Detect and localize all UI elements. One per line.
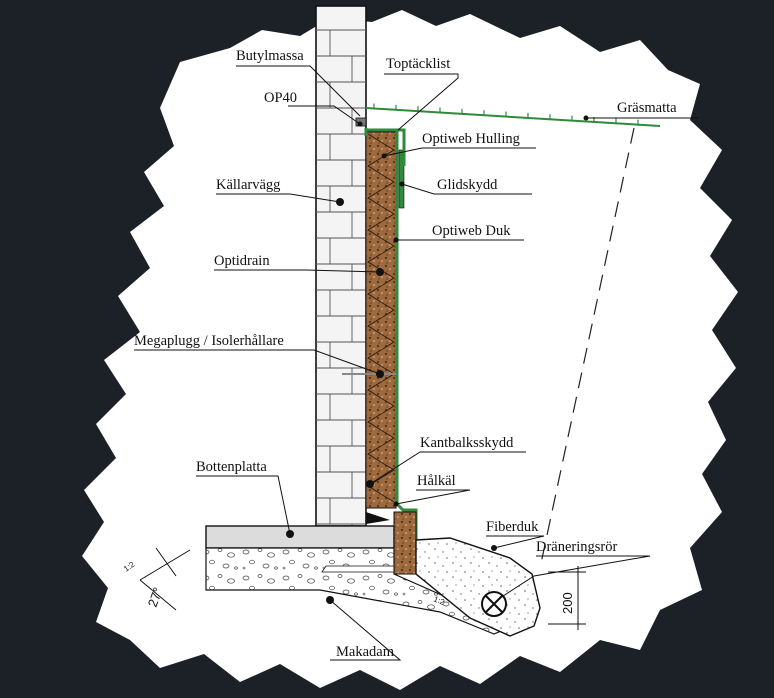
label-optiweb-duk: Optiweb Duk (432, 223, 511, 239)
paper-background (82, 10, 738, 690)
fiberduk-wrap (415, 537, 541, 637)
height-value: 200 (560, 592, 575, 614)
label-kallarvagg: Källarvägg (216, 177, 280, 193)
label-optidrain: Optidrain (214, 253, 270, 269)
label-bottenplatta: Bottenplatta (196, 459, 267, 475)
label-makadam: Makadam (336, 644, 395, 660)
leader-dots (286, 115, 589, 604)
optidrain-board (365, 131, 397, 509)
label-glidskydd: Glidskydd (437, 177, 498, 193)
label-toptacklist: Toptäcklist (386, 56, 450, 72)
label-halkal: Hålkäl (417, 473, 456, 489)
glidskydd-strip (398, 149, 405, 209)
label-op40: OP40 (264, 90, 297, 106)
halkal-fillet (366, 512, 390, 524)
labels: Butylmassa Toptäcklist OP40 Gräsmatta Op… (134, 48, 677, 660)
bottenplatta-slab (205, 525, 395, 549)
height-dimension: 200 (548, 566, 586, 630)
grass-surface (365, 103, 661, 127)
label-butylmassa: Butylmassa (236, 48, 304, 64)
label-draneringsror: Dräneringsrör (536, 539, 618, 555)
slope-right: 1:2 (432, 595, 446, 608)
angle-value: 27° (145, 585, 166, 609)
label-grasmatta: Gräsmatta (617, 100, 677, 116)
label-kantbalksskydd: Kantbalksskydd (420, 435, 514, 451)
basement-wall (315, 5, 367, 527)
kantbalk-drain-lower (393, 511, 417, 575)
draneringsror-pipe (481, 591, 507, 617)
label-optiweb-hulling: Optiweb Hulling (422, 131, 520, 147)
label-fiberduk: Fiberduk (486, 519, 539, 535)
drain-gravel-bed (321, 565, 395, 573)
toptacklist-cap (364, 128, 406, 166)
label-megaplugg: Megaplugg / Isolerhållare (134, 333, 284, 349)
leader-lines (134, 65, 698, 661)
